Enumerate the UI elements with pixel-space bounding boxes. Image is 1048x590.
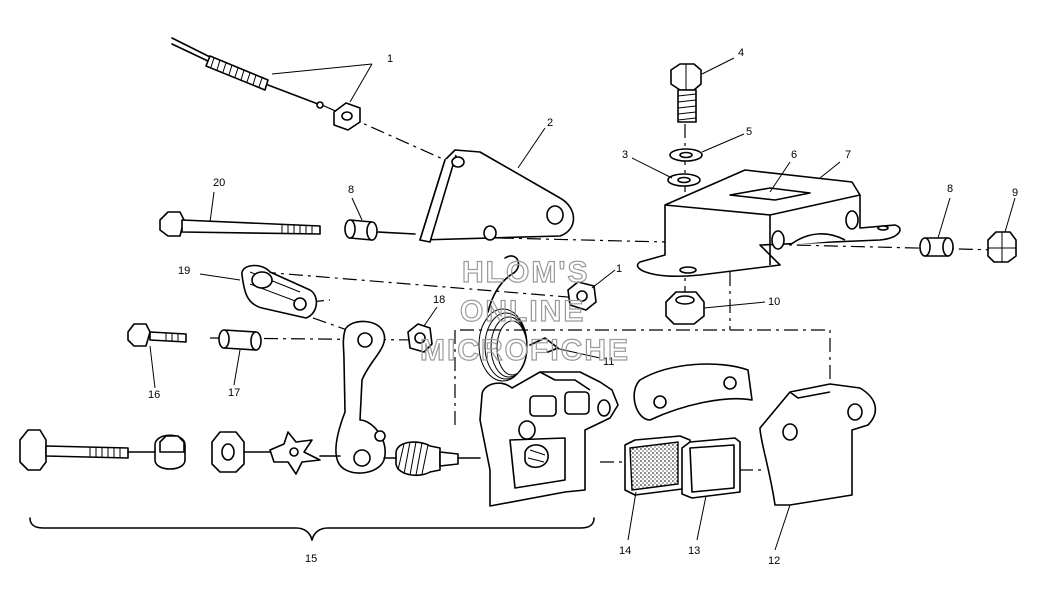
callout-2: 2 — [547, 117, 553, 129]
callout-8-right: 8 — [947, 183, 953, 195]
callout-4: 4 — [738, 47, 744, 59]
brake-pad-13 — [681, 437, 741, 499]
callout-3: 3 — [622, 149, 628, 161]
callout-1-top: 1 — [387, 53, 393, 65]
callout-15: 15 — [305, 553, 317, 565]
screw-4 — [670, 63, 702, 123]
leader-lines — [149, 57, 1016, 551]
callout-13: 13 — [688, 545, 700, 557]
spacer-17 — [218, 329, 262, 351]
pad-holder-12 — [759, 383, 877, 506]
lever-bracket — [419, 149, 575, 243]
callout-19: 19 — [178, 265, 190, 277]
throttle-cable — [171, 37, 324, 109]
lock-washer-15 — [269, 431, 321, 475]
arc-plate — [633, 363, 753, 421]
watermark-line-1: HLOM'S — [462, 256, 589, 289]
watermark: HLOM'S ONLINE MICROFICHE — [419, 255, 630, 367]
callout-18: 18 — [433, 294, 445, 306]
callout-6: 6 — [791, 149, 797, 161]
cable-nut-mid — [567, 281, 597, 311]
bottom-link-lines — [127, 451, 481, 459]
watermark-line-2: ONLINE — [460, 295, 585, 328]
callout-14: 14 — [619, 545, 631, 557]
callout-1-mid: 1 — [616, 263, 622, 275]
cable-clamp-19 — [241, 264, 318, 319]
callout-5: 5 — [746, 126, 752, 138]
callout-7: 7 — [845, 149, 851, 161]
callout-11: 11 — [603, 356, 614, 368]
assembly-brace — [29, 517, 595, 541]
brake-pad-14 — [624, 435, 691, 496]
bolt-16 — [127, 323, 187, 347]
callout-labels: 1 2 3 4 5 6 7 8 8 9 20 19 1 10 18 11 16 … — [148, 47, 1018, 567]
callout-10: 10 — [768, 296, 780, 308]
callout-8-left: 8 — [348, 184, 354, 196]
hex-nut-15 — [211, 431, 245, 473]
callout-9: 9 — [1012, 187, 1018, 199]
spacer-left — [344, 219, 416, 241]
flange-nut-15 — [154, 434, 186, 470]
threaded-bushing-15 — [395, 441, 459, 477]
nut-10 — [665, 291, 705, 325]
caliper-body — [479, 371, 619, 507]
long-bolt-20 — [159, 211, 321, 237]
nut-18 — [407, 323, 433, 353]
lock-nut-9 — [987, 231, 1017, 263]
washer-5 — [669, 148, 703, 162]
lever-arm — [335, 320, 386, 474]
spacer-right — [919, 237, 954, 257]
washer-3 — [667, 173, 701, 187]
callout-16: 16 — [148, 389, 160, 401]
torsion-spring-11 — [478, 255, 559, 382]
main-bracket — [636, 169, 901, 277]
long-bolt-15 — [19, 429, 129, 471]
watermark-line-3: MICROFICHE — [420, 334, 630, 367]
callout-17: 17 — [228, 387, 240, 399]
callout-12: 12 — [768, 555, 780, 567]
cable-nut-top — [333, 102, 361, 131]
callout-20: 20 — [213, 177, 225, 189]
